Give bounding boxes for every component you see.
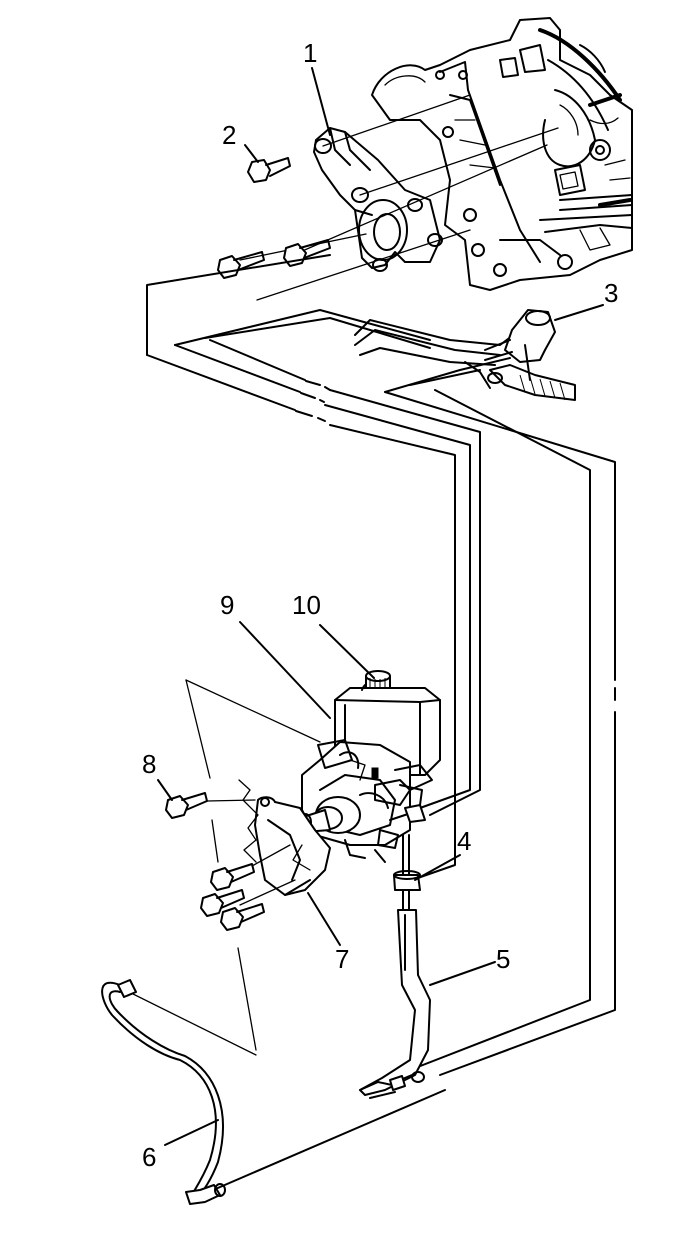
engine-block: [371, 17, 633, 291]
callout-3: 3: [604, 278, 618, 308]
pump-shield-part: [254, 796, 331, 896]
callout-7: 7: [335, 944, 349, 974]
callout-5: 5: [496, 944, 510, 974]
callout-1: 1: [303, 38, 317, 68]
callout-labels: 1 2 3 4 5 6 7 8 9 10: [142, 38, 618, 1172]
hose-routing-lines: [146, 254, 616, 1201]
return-hose-part: [359, 834, 431, 1099]
callout-leaders: [157, 67, 604, 1146]
bracket-bolts: [217, 157, 331, 279]
callout-4: 4: [457, 826, 471, 856]
callout-9: 9: [220, 590, 234, 620]
steering-gear-part: [354, 309, 576, 401]
pressure-hose-part: [101, 979, 226, 1205]
callout-10: 10: [292, 590, 321, 620]
callout-8: 8: [142, 749, 156, 779]
callout-6: 6: [142, 1142, 156, 1172]
pump-bolts: [124, 679, 321, 1056]
pump-assembly-part: [298, 670, 441, 863]
callout-2: 2: [222, 120, 236, 150]
